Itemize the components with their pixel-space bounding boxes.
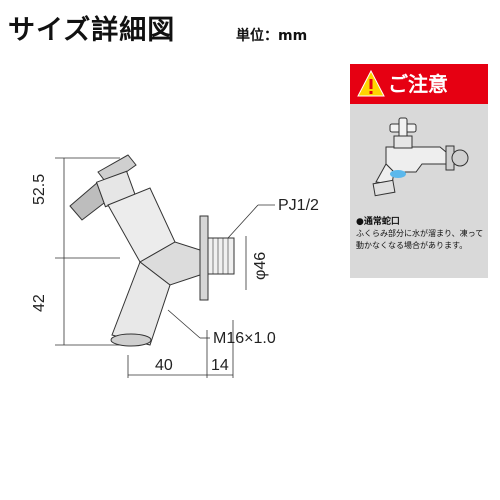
dim-width-flange: 14 — [211, 357, 229, 374]
caution-note-box: ●通常蛇口 ふくらみ部分に水が溜まり、凍って動かなくなる場合があります。 — [350, 112, 488, 278]
dim-thread-hose: M16×1.0 — [213, 330, 276, 347]
faucet-body — [107, 187, 235, 347]
dim-height-lower: 42 — [31, 294, 48, 312]
dim-diameter: φ46 — [252, 252, 269, 280]
dim-height-upper: 52.5 — [31, 174, 48, 205]
note-text: ふくらみ部分に水が溜まり、凍って動かなくなる場合があります。 — [356, 229, 484, 250]
caution-panel: ご注意 ●通常蛇口 ふくらみ部分に水が溜まり、凍って動かなくなる場合があります。 — [350, 64, 488, 278]
caution-label: ご注意 — [388, 72, 448, 96]
dim-thread-pipe: PJ1/2 — [278, 197, 319, 214]
dim-width-body: 40 — [155, 357, 173, 374]
page-title: サイズ詳細図 — [8, 15, 176, 46]
unit-label: 単位：mm — [236, 28, 308, 44]
note-title: ●通常蛇口 — [356, 217, 400, 227]
warning-icon — [357, 69, 385, 97]
caution-banner: ご注意 — [350, 64, 488, 104]
normal-faucet-icon — [372, 117, 469, 197]
